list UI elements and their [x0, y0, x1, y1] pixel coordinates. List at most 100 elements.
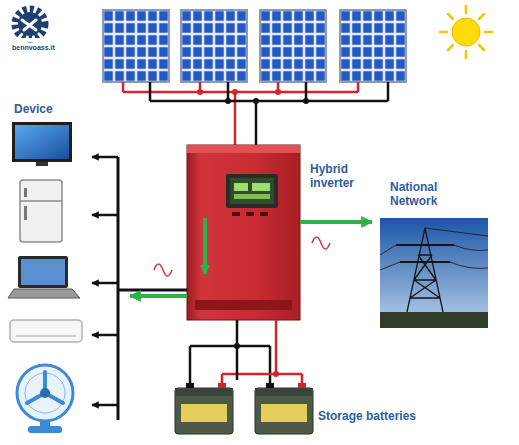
device-feed-arrow: [92, 156, 118, 159]
solar-panels: [103, 10, 406, 82]
junction-dot: [275, 89, 281, 95]
gear-teeth: [15, 9, 45, 39]
junction-dot: [273, 371, 279, 377]
device-group: Device: [5, 100, 130, 435]
ac-sine-symbol: [312, 237, 330, 249]
power-lines: [380, 228, 488, 270]
node-label: Storage batteries: [318, 409, 438, 423]
sun-ray: [448, 14, 453, 19]
ac-unit: [10, 320, 82, 342]
battery-wiring: [190, 320, 302, 383]
battery-label: [261, 404, 307, 422]
inverter-brand-strip: [195, 300, 292, 310]
laptop-base: [8, 289, 80, 298]
junction-dot: [225, 98, 231, 104]
sun-ray: [479, 14, 484, 19]
inverter-button: [232, 212, 240, 216]
solar-panel: [340, 10, 406, 82]
batteries: [175, 383, 313, 434]
sun-ray: [485, 31, 492, 34]
fan-base: [28, 426, 62, 433]
negative-wire: [190, 346, 270, 383]
logo-base: [8, 38, 52, 42]
junction-dot: [253, 98, 259, 104]
ground: [380, 312, 488, 328]
inverter-button: [260, 212, 268, 216]
bus-bar: [117, 157, 120, 420]
battery-lid: [175, 388, 233, 396]
sun-disc: [452, 18, 480, 46]
junction-dot: [303, 98, 309, 104]
sun-ray: [440, 31, 447, 34]
solar-panel: [260, 10, 326, 82]
power-pylon-picture: [380, 218, 488, 328]
logo-watermark: bennvoass.it: [12, 44, 55, 51]
lcd-segment: [234, 194, 270, 199]
fan-blades: [27, 372, 63, 403]
laptop-icon: [8, 256, 80, 298]
tv-stand: [36, 162, 48, 166]
fan-icon: [17, 365, 73, 433]
pylon-frame: [407, 228, 443, 312]
junction-dot: [197, 89, 203, 95]
fan-grill: [25, 373, 65, 413]
fridge-body: [20, 180, 62, 242]
sun-ray: [465, 51, 468, 58]
battery-body: [175, 388, 233, 434]
lcd-segment: [252, 183, 270, 191]
fridge-handle: [24, 206, 27, 220]
junction-dot: [232, 89, 238, 95]
device-feed-arrow: [92, 334, 118, 337]
national-network: National Network: [380, 218, 488, 328]
hybrid-inverter: Hybrid inverter: [187, 145, 300, 320]
panel-wiring: [123, 82, 388, 145]
solar-panel: [103, 10, 169, 82]
sun-ray: [479, 45, 484, 50]
energy-flow-arrow: [300, 220, 372, 224]
positive-wire: [222, 320, 302, 383]
device-feed-arrow: [92, 282, 118, 285]
sun-ray: [465, 6, 468, 13]
internal-flow-arrow: [203, 218, 207, 274]
solar-panel: [181, 10, 247, 82]
logo-tools: [22, 20, 36, 30]
node-label: Hybrid inverter: [310, 162, 372, 190]
pylon: [380, 228, 488, 312]
battery-terminal: [266, 383, 274, 388]
battery-lid: [255, 388, 313, 396]
inverter-top: [187, 145, 300, 153]
tv-icon: [12, 122, 72, 166]
sky: [380, 218, 488, 328]
device-feed-arrow: [92, 404, 118, 407]
battery-body: [255, 388, 313, 434]
node-label: National Network: [390, 180, 462, 208]
lcd-bezel: [226, 174, 278, 208]
battery-label: [181, 404, 227, 422]
energy-flow-arrow: [130, 294, 187, 298]
positive-wire: [123, 82, 358, 145]
device-bus: [92, 157, 187, 420]
tv-frame: [12, 122, 72, 162]
laptop-screen: [21, 259, 65, 285]
pylon-arms: [396, 245, 454, 262]
fridge-door-line: [20, 200, 62, 202]
lcd-segment: [234, 183, 248, 191]
storage-batteries: Storage batteries: [172, 380, 314, 436]
inverter-body: [187, 145, 300, 320]
air-conditioner-icon: [10, 320, 82, 342]
power-wire: [236, 320, 239, 380]
fridge-icon: [20, 180, 62, 242]
fan-guard: [17, 365, 73, 421]
inverter-button: [246, 212, 254, 216]
device-feed-arrow: [92, 214, 118, 217]
lcd-screen: [230, 178, 274, 204]
logo-gear: [8, 9, 52, 42]
fan-hub: [40, 388, 50, 398]
battery-terminal: [298, 383, 306, 388]
sun-ray: [448, 45, 453, 50]
battery-terminal: [186, 383, 194, 388]
fan-neck: [40, 420, 50, 426]
tv-screen: [15, 125, 69, 159]
